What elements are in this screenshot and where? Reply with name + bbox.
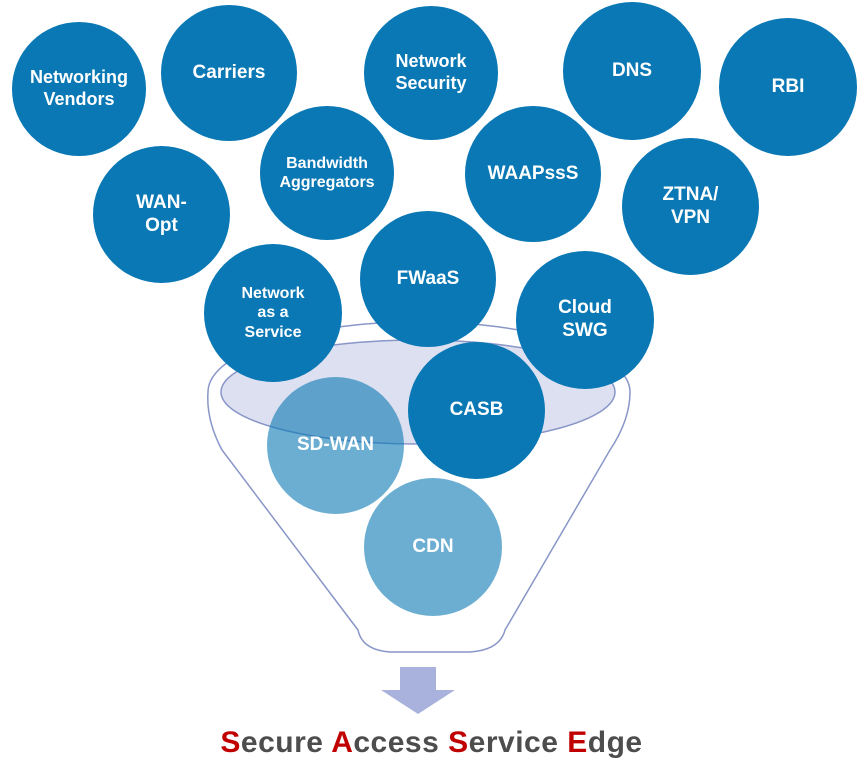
node-sd-wan: SD-WAN (267, 377, 404, 514)
node-fwaas: FWaaS (360, 211, 496, 347)
node-ztna-vpn: ZTNA/ VPN (622, 138, 759, 275)
node-dns: DNS (563, 2, 701, 140)
title-word-dge: dge (587, 726, 643, 759)
title-letter-s: S (220, 726, 241, 759)
node-cdn: CDN (364, 478, 502, 616)
sase-title: Secure Access Service Edge (0, 726, 863, 760)
node-networking-vendors: Networking Vendors (12, 22, 146, 156)
node-wan-opt: WAN- Opt (93, 146, 230, 283)
node-waapss: WAAPssS (465, 106, 601, 242)
title-word-ccess: ccess (353, 726, 440, 759)
node-carriers: Carriers (161, 5, 297, 141)
down-arrow-icon (381, 667, 455, 714)
node-casb: CASB (408, 342, 545, 479)
title-letter-e: E (567, 726, 588, 759)
node-bandwidth-aggregators: Bandwidth Aggregators (260, 106, 394, 240)
node-naas: Network as a Service (204, 244, 342, 382)
node-rbi: RBI (719, 18, 857, 156)
title-word-ecure: ecure (240, 726, 324, 759)
title-letter-s2: S (448, 726, 469, 759)
node-cloud-swg: Cloud SWG (516, 251, 654, 389)
title-word-ervice: ervice (468, 726, 559, 759)
node-network-security: Network Security (364, 6, 498, 140)
title-letter-a: A (331, 726, 354, 759)
